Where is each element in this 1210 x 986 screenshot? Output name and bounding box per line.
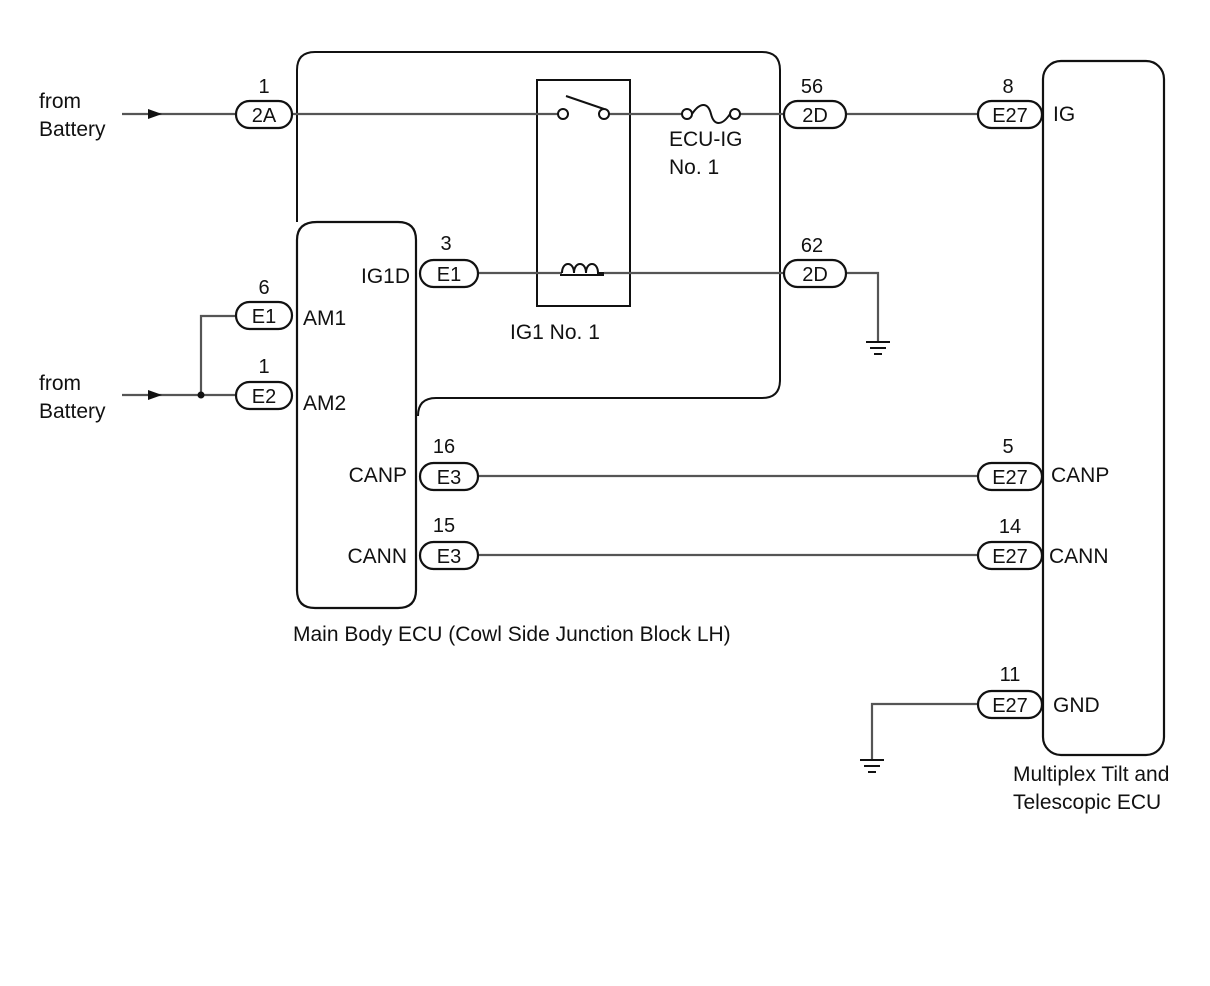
connector-2d-62 xyxy=(782,258,848,289)
connector-id: E3 xyxy=(437,467,461,489)
tilt-ecu-label-line1: Multiplex Tilt and xyxy=(1013,763,1169,786)
battery-label-bottom-line2: Battery xyxy=(39,400,106,423)
connector-id: E27 xyxy=(992,695,1028,717)
ig1-relay-box xyxy=(536,79,631,307)
fuse-terminal xyxy=(729,108,741,120)
connector-id: E1 xyxy=(252,306,276,328)
connector-id: 2D xyxy=(802,105,828,127)
connector-id: E27 xyxy=(992,546,1028,568)
connector-e27-gnd xyxy=(976,689,1044,720)
pin-number: 1 xyxy=(258,76,269,98)
pin-number: 15 xyxy=(433,515,455,537)
connector-id: E1 xyxy=(437,264,461,286)
connector-id: E27 xyxy=(992,105,1028,127)
connector-e27-ig xyxy=(976,99,1044,130)
connector-id: 2A xyxy=(252,105,277,127)
fuse-icon xyxy=(691,104,731,124)
battery-label-bottom-line1: from xyxy=(39,372,81,395)
pin-number: 56 xyxy=(801,76,823,98)
connector-2a xyxy=(234,99,294,130)
pin-number: 5 xyxy=(1002,436,1013,458)
connector-e27-cann xyxy=(976,540,1044,571)
connector-id: E27 xyxy=(992,467,1028,489)
connector-2d-56 xyxy=(782,99,848,130)
connector-e3-canp xyxy=(418,461,480,492)
main-body-ecu-label: Main Body ECU (Cowl Side Junction Block … xyxy=(293,623,731,646)
pin-number: 3 xyxy=(440,233,451,255)
pin-number: 11 xyxy=(1000,664,1021,686)
terminal-cann-left: CANN xyxy=(347,545,407,568)
terminal-canp-left: CANP xyxy=(349,464,407,487)
switch-contact xyxy=(557,108,569,120)
fuse-terminal xyxy=(681,108,693,120)
fuse-label-line2: No. 1 xyxy=(669,156,719,179)
battery-label-top-line2: Battery xyxy=(39,118,106,141)
wire-2d-ground xyxy=(846,271,880,342)
fuse-label-line1: ECU-IG xyxy=(669,128,743,151)
main-body-ecu-box xyxy=(295,220,418,610)
connector-id: E3 xyxy=(437,546,461,568)
terminal-am1: AM1 xyxy=(303,307,346,330)
ground-icon xyxy=(860,759,884,773)
connector-e2-am2 xyxy=(234,380,294,411)
pin-number: 62 xyxy=(801,235,823,257)
connector-e1-am1 xyxy=(234,300,294,331)
ground-icon xyxy=(866,341,890,355)
pin-number: 6 xyxy=(258,277,269,299)
splice-dot xyxy=(197,391,205,399)
connector-id: E2 xyxy=(252,386,276,408)
connector-id: 2D xyxy=(802,264,828,286)
connector-e1-ig1d xyxy=(418,258,480,289)
terminal-am2: AM2 xyxy=(303,392,346,415)
pin-number: 16 xyxy=(433,436,455,458)
terminal-cann-right: CANN xyxy=(1049,545,1109,568)
pin-number: 8 xyxy=(1002,76,1013,98)
wire-am1-branch xyxy=(199,314,236,395)
switch-blade xyxy=(565,95,605,110)
arrow-icon xyxy=(148,109,162,119)
arrow-icon xyxy=(148,390,162,400)
connector-e27-canp xyxy=(976,461,1044,492)
relay-coil-icon xyxy=(561,263,604,274)
relay-label: IG1 No. 1 xyxy=(510,321,600,344)
terminal-ig: IG xyxy=(1053,103,1075,126)
terminal-ig1d: IG1D xyxy=(361,265,410,288)
pin-number: 14 xyxy=(999,516,1021,538)
connector-e3-cann xyxy=(418,540,480,571)
pin-number: 1 xyxy=(258,356,269,378)
tilt-telescopic-ecu-box xyxy=(1041,59,1166,757)
terminal-gnd: GND xyxy=(1053,694,1100,717)
tilt-ecu-label-line2: Telescopic ECU xyxy=(1013,791,1161,814)
wire-gnd xyxy=(870,702,978,760)
terminal-canp-right: CANP xyxy=(1051,464,1109,487)
switch-contact xyxy=(598,108,610,120)
battery-label-top-line1: from xyxy=(39,90,81,113)
junction-block-outline xyxy=(296,51,781,417)
